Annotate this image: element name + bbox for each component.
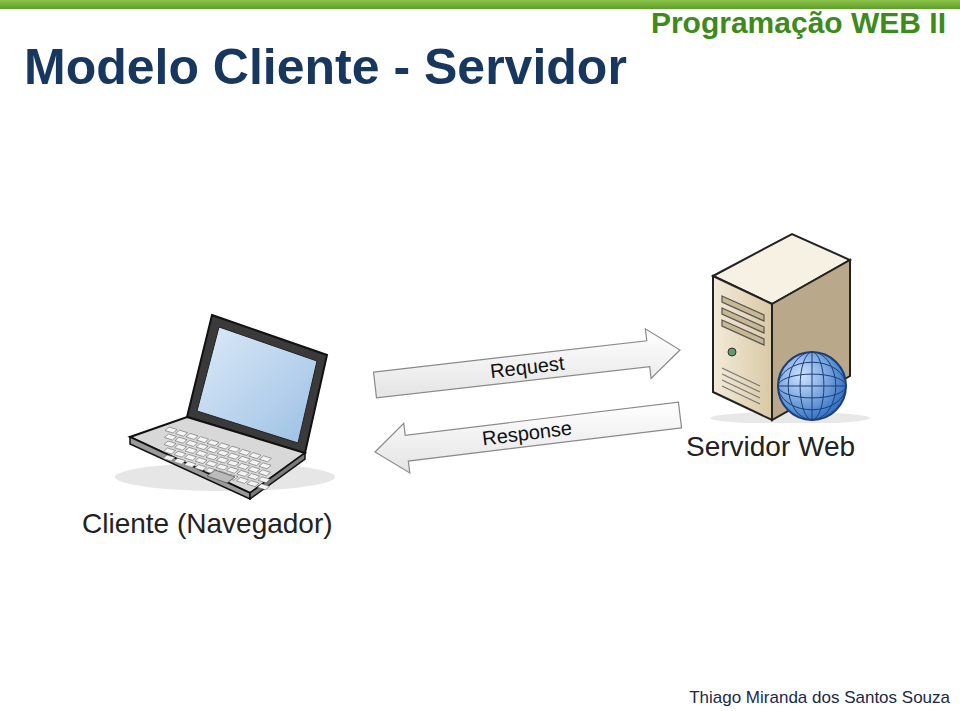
arrow-label: Request — [489, 352, 566, 383]
block-arrow — [375, 402, 682, 473]
course-name: Programação WEB II — [651, 6, 946, 40]
laptop-illustration — [75, 305, 375, 500]
server-illustration — [680, 228, 890, 423]
block-arrow — [374, 329, 680, 398]
author-name: Thiago Miranda dos Santos Souza — [689, 688, 950, 708]
client-laptop: Cliente (Navegador) — [75, 305, 375, 546]
node-label: Servidor Web — [686, 431, 855, 463]
node-label: Cliente (Navegador) — [82, 508, 333, 540]
web-server: Servidor Web — [680, 228, 890, 469]
slide-title: Modelo Cliente - Servidor — [24, 38, 627, 96]
